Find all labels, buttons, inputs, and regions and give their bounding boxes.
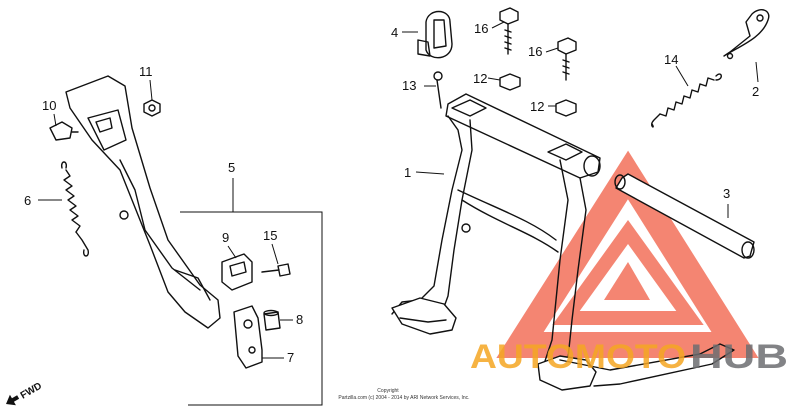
callout-3: 3 [723, 186, 730, 201]
bolt-part-16-a [499, 7, 519, 55]
fwd-label: FWD [19, 381, 44, 402]
fwd-arrow-icon [6, 394, 20, 406]
bracket-part-7 [233, 305, 263, 369]
callout-11: 11 [139, 64, 153, 79]
spring-part-6 [60, 161, 90, 257]
bolt-part-16-b [557, 37, 577, 81]
callout-15: 15 [263, 228, 277, 243]
callout-16-a: 16 [474, 21, 488, 36]
watermark-text-left: AUTOMOTO [470, 338, 686, 376]
watermark-text: AUTOMOTO HUB [470, 338, 788, 376]
clamp-part-4 [417, 10, 453, 59]
main-stand [391, 93, 735, 391]
nut-part-11 [143, 99, 161, 117]
side-stand [65, 75, 221, 329]
callout-8: 8 [296, 312, 303, 327]
sub-assembly-box [180, 211, 323, 406]
nut-part-12-b [555, 99, 577, 117]
callout-12-a: 12 [473, 71, 487, 86]
callout-1: 1 [404, 165, 411, 180]
bolt-part-10 [49, 121, 79, 141]
pin-part-13 [433, 71, 443, 109]
callout-16-b: 16 [528, 44, 542, 59]
watermark-logo [496, 150, 759, 358]
collar-part-8 [263, 309, 281, 331]
callout-6: 6 [24, 193, 31, 208]
callout-9: 9 [222, 230, 229, 245]
switch-part-9 [221, 253, 253, 291]
screw-part-15 [261, 263, 291, 277]
callout-10: 10 [42, 98, 56, 113]
callout-12-b: 12 [530, 99, 544, 114]
callout-13: 13 [402, 78, 416, 93]
plate-part-2 [723, 9, 770, 60]
watermark-text-right: HUB [690, 338, 788, 376]
nut-part-12-a [499, 73, 521, 91]
callout-14: 14 [664, 52, 678, 67]
copyright-line-1: Copyright [377, 388, 399, 394]
callout-5: 5 [228, 160, 235, 175]
spring-part-14 [651, 73, 722, 128]
shaft-part-3 [614, 173, 755, 259]
copyright-line-2: Partzilla.com (c) 2004 - 2014 by ARI Net… [338, 395, 469, 401]
callout-2: 2 [752, 84, 759, 99]
callout-4: 4 [391, 25, 398, 40]
callout-7: 7 [287, 350, 294, 365]
fwd-indicator: FWD [6, 381, 44, 406]
leader-lines [38, 21, 759, 359]
